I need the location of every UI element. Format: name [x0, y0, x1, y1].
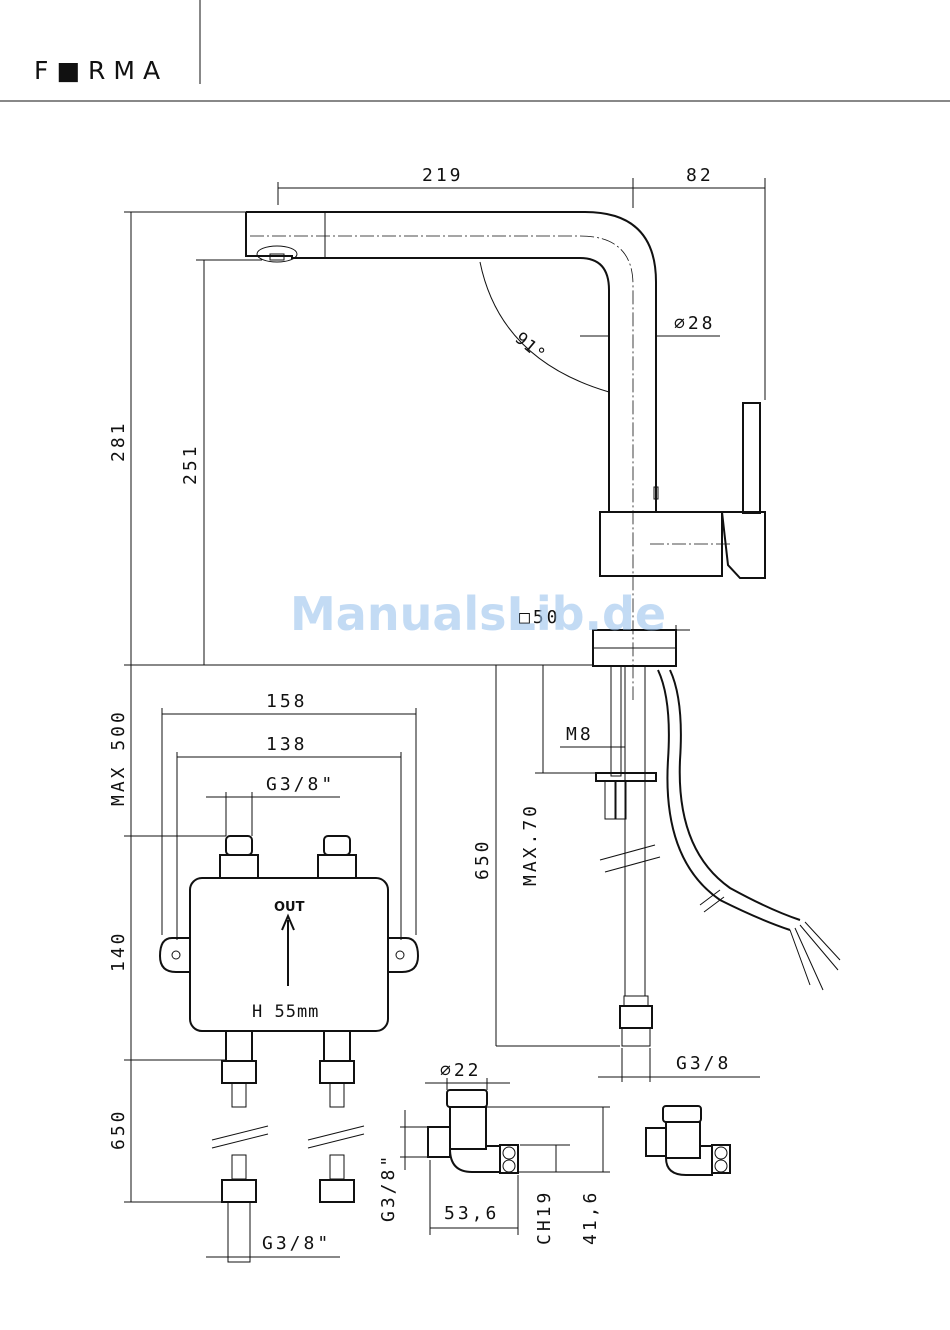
- dim-g38-bottom: G3/8": [262, 1233, 331, 1254]
- dim-138: 138: [266, 734, 308, 755]
- dim-41-6: 41,6: [580, 1190, 601, 1245]
- dim-140: 140: [108, 930, 129, 972]
- angle-valve-drawing: [428, 1090, 730, 1175]
- dim-g38-right: G3/8: [676, 1053, 731, 1074]
- dim-m8: M8: [566, 724, 594, 745]
- dim-diam-22: ∅22: [440, 1060, 482, 1081]
- dim-diam-28: ∅28: [674, 313, 716, 334]
- box-out-label: OUT: [274, 900, 305, 915]
- dim-max-70: MAX.70: [520, 803, 541, 886]
- box-height-label: H 55mm: [252, 1002, 319, 1022]
- dim-650-right: 650: [472, 838, 493, 880]
- dim-82: 82: [686, 165, 714, 186]
- dim-650-left: 650: [108, 1108, 129, 1150]
- dim-ch19: CH19: [534, 1190, 555, 1245]
- dim-53-6: 53,6: [444, 1203, 499, 1224]
- dim-angle-91: 91°: [511, 329, 550, 366]
- watermark: ManualsLib.de: [290, 587, 666, 641]
- dim-g38-valve: G3/8": [378, 1153, 399, 1222]
- dim-158: 158: [266, 691, 308, 712]
- dim-251: 251: [180, 443, 201, 485]
- dim-281: 281: [108, 420, 129, 462]
- dim-max-500: MAX 500: [108, 709, 129, 806]
- dim-g38-top: G3/8": [266, 774, 335, 795]
- dim-219: 219: [422, 165, 464, 186]
